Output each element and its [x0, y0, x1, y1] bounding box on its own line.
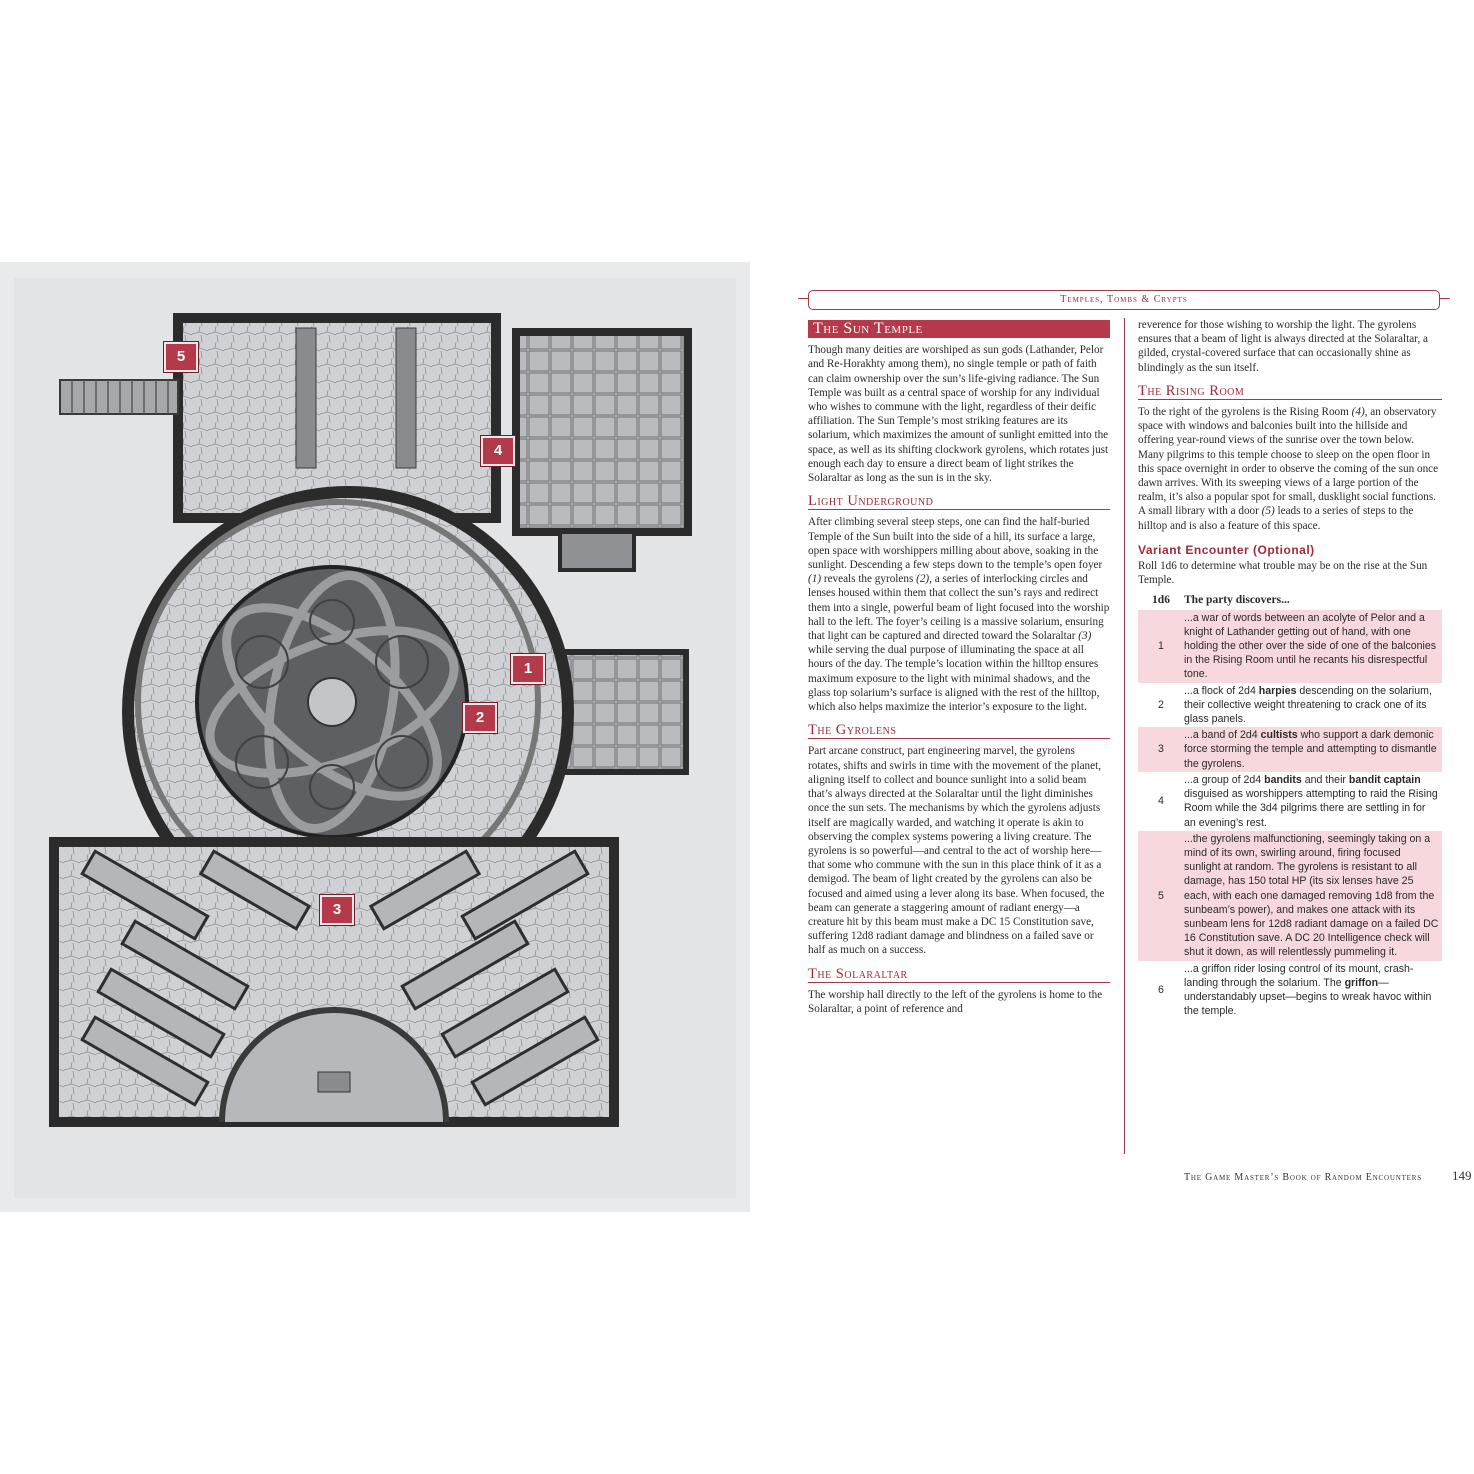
table-roll: 4 [1158, 795, 1164, 808]
page-number: 149 [1452, 1168, 1472, 1183]
chapter-title: The Sun Temple [808, 320, 1110, 339]
table-result: ...a group of 2d4 bandits and their band… [1184, 773, 1438, 829]
table-header-die: 1d6 [1152, 594, 1170, 607]
running-header-title: Temples, Tombs & Crypts [1060, 294, 1188, 305]
table-header: 1d6 The party discovers... [1138, 593, 1442, 607]
temple-map: 5 4 1 2 3 [0, 262, 750, 1212]
solaraltar-continued-paragraph: reverence for those wishing to worship t… [1138, 319, 1429, 374]
table-row: 1 ...a war of words between an acolyte o… [1138, 609, 1442, 683]
table-roll: 1 [1158, 640, 1164, 653]
solaraltar-paragraph: The worship hall directly to the left of… [808, 988, 1103, 1015]
left-text-column: The Sun Temple Though many deities are w… [808, 320, 1110, 1016]
encounter-table: 1d6 The party discovers... 1 ...a war of… [1138, 593, 1442, 1019]
section-title-light-underground: Light Underground [808, 494, 1110, 511]
table-roll: 2 [1158, 698, 1164, 711]
table-header-result: The party discovers... [1184, 594, 1290, 607]
map-marker-1: 1 [511, 654, 545, 684]
variant-encounter-intro: Roll 1d6 to determine what trouble may b… [1138, 560, 1428, 587]
table-row: 2 ...a flock of 2d4 harpies descending o… [1138, 683, 1442, 728]
map-illustration [14, 278, 736, 1198]
table-row: 5 ...the gyrolens malfunctioning, seemin… [1138, 830, 1442, 961]
running-header: Temples, Tombs & Crypts [808, 290, 1440, 310]
map-marker-5: 5 [164, 342, 198, 372]
table-result: ...a war of words between an acolyte of … [1184, 611, 1437, 681]
intro-paragraph: Though many deities are worshiped as sun… [808, 344, 1109, 485]
rising-room-paragraph: To the right of the gyrolens is the Risi… [1138, 406, 1439, 532]
section-title-solaraltar: The Solaraltar [808, 966, 1110, 983]
table-roll: 5 [1158, 889, 1164, 902]
table-roll: 6 [1158, 983, 1164, 996]
gyrolens-paragraph: Part arcane construct, part engineering … [808, 745, 1105, 957]
table-result: ...a flock of 2d4 harpies descending on … [1184, 684, 1432, 726]
map-marker-2: 2 [463, 703, 497, 733]
table-row: 3 ...a band of 2d4 cultists who support … [1138, 727, 1442, 772]
section-title-rising-room: The Rising Room [1138, 383, 1442, 401]
table-result: ...the gyrolens malfunctioning, seemingl… [1184, 832, 1439, 959]
right-text-column: reverence for those wishing to worship t… [1138, 318, 1442, 1019]
map-marker-3: 3 [320, 895, 354, 925]
variant-encounter-title: Variant Encounter (Optional) [1138, 542, 1315, 557]
footer-book-title: The Game Master’s Book of Random Encount… [1184, 1172, 1422, 1183]
header-rule-left [798, 298, 808, 299]
table-row: 6 ...a griffon rider losing control of i… [1138, 961, 1442, 1020]
table-result: ...a griffon rider losing control of its… [1184, 962, 1432, 1018]
header-rule-right [1440, 298, 1450, 299]
table-roll: 3 [1158, 743, 1164, 756]
map-marker-4: 4 [481, 436, 515, 466]
column-divider [1124, 318, 1125, 1154]
section-title-gyrolens: The Gyrolens [808, 723, 1110, 740]
table-row: 4 ...a group of 2d4 bandits and their ba… [1138, 772, 1442, 831]
table-result: ...a band of 2d4 cultists who support a … [1184, 729, 1437, 770]
light-underground-paragraph: After climbing several steep steps, one … [808, 516, 1110, 714]
